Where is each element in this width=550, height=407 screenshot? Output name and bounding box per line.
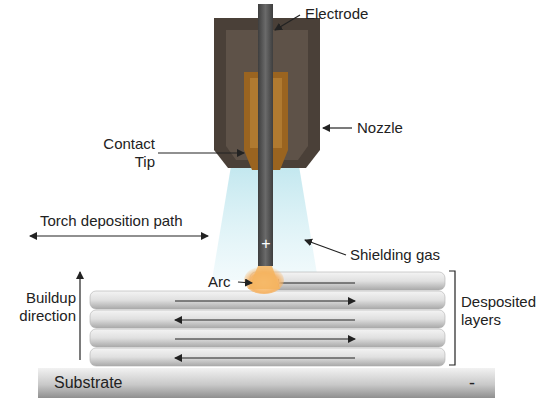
part-label: Shielding gas <box>350 246 440 264</box>
arc <box>244 266 284 294</box>
layer-direction-arrows <box>175 283 355 358</box>
substrate-plate: Substrate - <box>38 368 495 398</box>
leader-lines <box>30 15 455 365</box>
part-label: Substrate <box>54 374 122 392</box>
polarity-sign: + <box>260 235 272 253</box>
part-label: Nozzle <box>357 119 403 137</box>
part-label: Electrode <box>305 5 368 23</box>
direction-label: Buildup direction <box>6 289 76 325</box>
part-label: Desposited layers <box>461 293 545 329</box>
part-label: Arc <box>208 273 231 291</box>
part-label: Contact Tip <box>90 135 155 171</box>
polarity-sign: - <box>469 373 475 394</box>
motion-label: Torch deposition path <box>40 212 183 230</box>
arc-core <box>248 266 280 289</box>
electrode <box>258 4 273 266</box>
